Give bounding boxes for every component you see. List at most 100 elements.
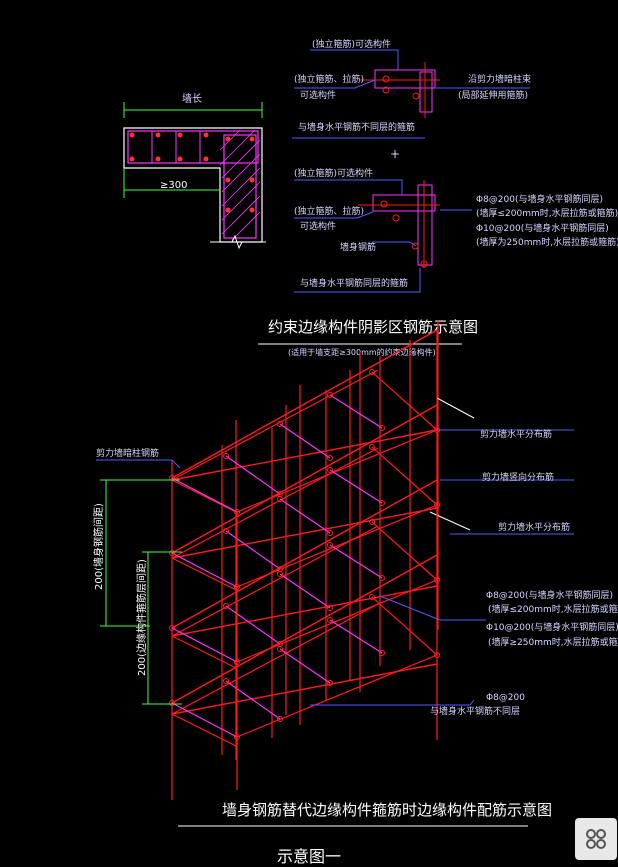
rebar-cage-3d xyxy=(169,320,475,800)
rebar-node xyxy=(327,605,333,611)
label-anchor-1a: 沿剪力墙暗柱束 xyxy=(468,73,531,85)
dim-wall-length: 墙长 xyxy=(182,92,202,105)
rebar-node xyxy=(169,700,175,706)
horizontal-bar xyxy=(171,635,237,669)
label-stirrup-top-2: (独立箍筋)可选构件 xyxy=(294,167,373,179)
top-title: 约束边缘构件阴影区钢筋示意图 xyxy=(268,318,478,336)
tie-bar xyxy=(171,552,238,588)
label-horiz-diff-layer: 与墙身水平钢筋不同层的箍筋 xyxy=(298,121,415,133)
label-horiz-dist-2: 剪力墙水平分布筋 xyxy=(498,521,570,533)
label-spec-4: (墙厚为250mm时,水层拉筋或箍筋) xyxy=(476,236,618,248)
rebar-node xyxy=(327,542,333,548)
label-stirrup-tie-1a: (独立箍筋、拉筋) xyxy=(294,73,364,85)
tie-bar xyxy=(329,469,383,504)
tie-bar xyxy=(225,530,281,570)
gallery-icon xyxy=(586,829,606,849)
label-anchor-1b: (局部延伸用箍筋) xyxy=(458,89,528,101)
rebar-node xyxy=(327,530,333,536)
rebar-node xyxy=(379,575,385,581)
horizontal-bar xyxy=(171,557,237,591)
label-stirrup-tie-1b: 可选构件 xyxy=(300,89,336,101)
label-horiz-dist-1: 剪力墙水平分布筋 xyxy=(480,428,552,440)
horizontal-bar xyxy=(171,479,438,629)
horizontal-bar xyxy=(371,521,438,581)
horizontal-bar xyxy=(171,479,237,513)
break-line xyxy=(436,397,475,419)
rebar-node xyxy=(277,716,283,722)
section-diagram: 墙长 ≥300 xyxy=(123,92,266,250)
label-stirrup-tie-2b: 可选构件 xyxy=(300,220,336,232)
top-subtitle: (适用于墙支距≥300mm的约束边缘构件) xyxy=(288,347,436,357)
rebar-node xyxy=(327,467,333,473)
rebar-node xyxy=(277,496,283,502)
dim-wall-spacing: 200(墙身钢筋间距) xyxy=(92,503,105,590)
label-column-rebar: 剪力墙暗柱钢筋 xyxy=(96,447,159,459)
tie-bar xyxy=(171,702,238,738)
svg-text:+: + xyxy=(390,147,400,161)
tie-bar xyxy=(329,544,383,579)
horizontal-bar xyxy=(371,371,438,431)
horizontal-bar xyxy=(371,446,438,506)
rebar-node xyxy=(223,603,229,609)
rebar-node xyxy=(277,421,283,427)
rebar-node xyxy=(223,528,229,534)
connection-details: + xyxy=(292,49,530,293)
label-spec-2: (墙厚≤200mm时,水层拉筋或箍筋) xyxy=(476,207,618,219)
label-bottom-spec-1: Φ8@200(与墙身水平钢筋同层) xyxy=(486,589,613,601)
label-horiz-same-layer: 与墙身水平钢筋同层的箍筋 xyxy=(300,277,408,289)
tie-bar xyxy=(171,627,238,663)
dim-stirrup-spacing: 200(边缘构件箍筋层间距) xyxy=(135,559,148,676)
rebar-node xyxy=(369,519,375,525)
horizontal-bar xyxy=(171,554,438,704)
horizontal-bar xyxy=(171,507,438,559)
gallery-button[interactable] xyxy=(575,818,617,860)
rebar-node xyxy=(369,594,375,600)
horizontal-bar xyxy=(171,585,438,637)
dim-min-length: ≥300 xyxy=(160,180,187,191)
rebar-node xyxy=(327,455,333,461)
label-bottom-spec-4: (墙厚≥250mm时,水层拉筋或箍筋) xyxy=(488,636,618,648)
rebar-node xyxy=(277,571,283,577)
tie-bar xyxy=(279,498,331,534)
horizontal-bar xyxy=(171,525,379,637)
rebar-node xyxy=(277,646,283,652)
label-vert-dist: 剪力墙竖向分布筋 xyxy=(482,471,554,483)
rebar-node xyxy=(169,625,175,631)
rebar-node xyxy=(327,617,333,623)
rebar-node xyxy=(379,425,385,431)
label-spec-3: Φ10@200(与墙身水平钢筋同层) xyxy=(476,222,609,234)
tie-bar xyxy=(225,605,281,645)
label-stirrup-top: (独立箍筋)可选构件 xyxy=(312,38,391,50)
horizontal-bar xyxy=(171,603,379,715)
horizontal-bar xyxy=(236,654,438,738)
tie-bar xyxy=(279,423,331,459)
rebar-node xyxy=(327,680,333,686)
horizontal-bar xyxy=(371,596,438,656)
horizontal-bar xyxy=(171,663,438,715)
label-bottom-spec-6: 与墙身水平钢筋不同层 xyxy=(430,705,520,717)
rebar-node xyxy=(223,453,229,459)
rebar-node xyxy=(379,500,385,506)
label-bottom-spec-3: Φ10@200(与墙身水平钢筋同层) xyxy=(486,621,618,633)
horizontal-bar xyxy=(171,447,379,559)
label-bottom-spec-2: (墙厚≤200mm时,水层拉筋或箍筋) xyxy=(488,603,618,615)
figure-caption: 示意图一 xyxy=(276,847,341,866)
tie-bar xyxy=(279,573,331,609)
rebar-node xyxy=(369,369,375,375)
horizontal-bar xyxy=(171,329,438,479)
tie-bar xyxy=(279,648,331,684)
horizontal-bar xyxy=(171,429,438,481)
rebar-node xyxy=(327,392,333,398)
rebar-node xyxy=(223,678,229,684)
rebar-node xyxy=(169,550,175,556)
tie-bar xyxy=(225,680,281,720)
tie-bar xyxy=(225,455,281,495)
horizontal-bar xyxy=(171,713,237,747)
label-stirrup-tie-2a: (独立箍筋、拉筋) xyxy=(294,205,364,217)
horizontal-bar xyxy=(171,369,379,481)
label-bottom-spec-5: Φ8@200 xyxy=(486,693,525,703)
label-wall-rebar: 墙身钢筋 xyxy=(340,241,376,253)
rebar-node xyxy=(379,650,385,656)
